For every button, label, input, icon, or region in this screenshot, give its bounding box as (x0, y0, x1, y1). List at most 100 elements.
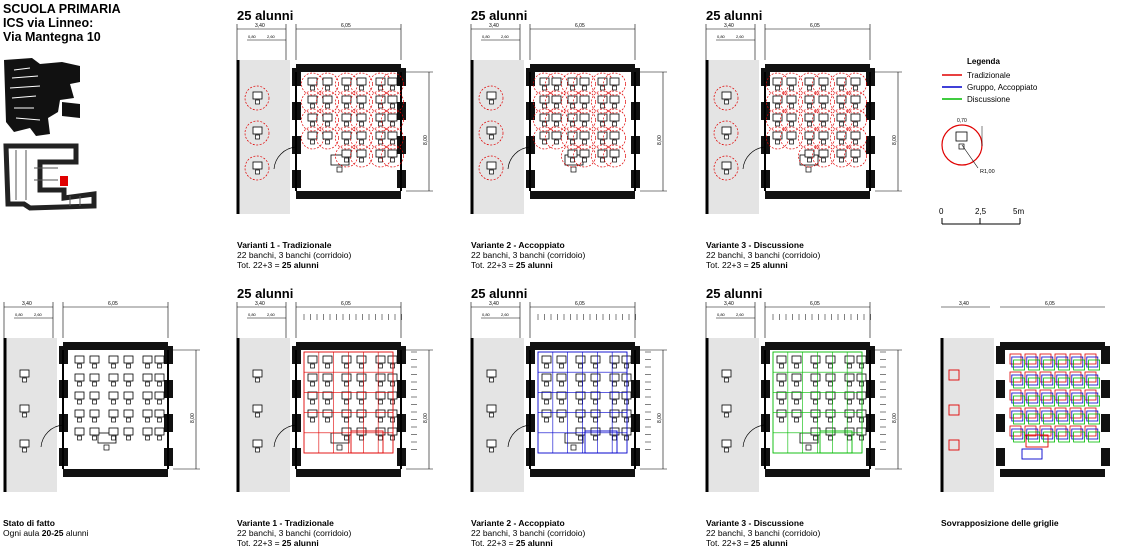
chair (813, 417, 818, 423)
chair (310, 399, 315, 405)
desk (356, 409, 367, 418)
chair (378, 103, 383, 109)
desk (539, 95, 550, 104)
wall-bottom (765, 191, 870, 199)
legend-label-discussion: Discussione (967, 95, 1011, 104)
dim-sub1: 0,80 (248, 312, 257, 317)
chair (344, 435, 349, 441)
circle-radius (812, 108, 835, 132)
desk (786, 131, 797, 140)
overlay-cell (1069, 425, 1082, 437)
desk (810, 373, 821, 382)
caption-unit: alunni (63, 528, 89, 538)
desk (721, 91, 732, 100)
desk (142, 409, 153, 418)
circle-radius (478, 85, 504, 111)
desk (825, 373, 836, 382)
chair (775, 85, 780, 91)
overlay-cell (1013, 359, 1025, 371)
caption-v1-top: Varianti 1 - Tradizionale 22 banchi, 3 b… (237, 240, 351, 270)
caption-title: Varianti 1 - Tradizionale (237, 240, 332, 250)
chair (593, 399, 598, 405)
caption-total-value: 25 alunni (515, 538, 553, 548)
desk (844, 427, 855, 436)
chair (794, 399, 799, 405)
circle-radius (381, 126, 404, 150)
desk (850, 113, 861, 122)
dim-sub1: 0,80 (248, 34, 257, 39)
desk (307, 95, 318, 104)
chair (344, 157, 349, 163)
desk (252, 126, 263, 135)
dim-sub1: 0,80 (717, 34, 726, 39)
chair (624, 435, 629, 441)
desk (791, 409, 802, 418)
desk (590, 373, 601, 382)
chair (390, 121, 395, 127)
circle-radius (573, 72, 596, 96)
chair (554, 103, 559, 109)
circle-radius (316, 108, 339, 132)
desk (609, 391, 620, 400)
chair (578, 435, 583, 441)
corridor (5, 338, 57, 492)
desk-width-label: 0,70 (957, 118, 967, 124)
desk (154, 409, 165, 418)
desk (108, 427, 119, 436)
desk (486, 369, 497, 378)
teacher-chair (570, 166, 577, 173)
overlay-cell (1043, 413, 1055, 425)
desk (609, 95, 620, 104)
overlay-cell (1009, 425, 1022, 437)
pillar-left (996, 414, 1005, 432)
caption-line2: 22 banchi, 3 banchi (corridoio) (471, 250, 586, 260)
chair (853, 103, 858, 109)
grid-overlay-discussion (772, 314, 886, 454)
chair (325, 103, 330, 109)
desk (818, 131, 829, 140)
chair (22, 377, 27, 383)
chair (807, 139, 812, 145)
overlay-cell (1058, 431, 1070, 443)
overlay-cell (1088, 413, 1100, 425)
desk (307, 391, 318, 400)
classroom-floor (1000, 350, 1105, 469)
dim-corridor: 3,40 (489, 301, 499, 307)
desk (551, 131, 562, 140)
pillar-left (996, 346, 1005, 364)
chair (578, 381, 583, 387)
circle-radius (350, 108, 373, 132)
circle-radius (844, 108, 867, 132)
overlay-cell (1084, 425, 1097, 437)
desk (590, 355, 601, 364)
overlay-cell (1054, 389, 1067, 401)
chair (578, 363, 583, 369)
chair (624, 363, 629, 369)
teacher-chair (570, 444, 577, 451)
chair (853, 139, 858, 145)
overlay-cell (1073, 395, 1085, 407)
overlay-teacher (1025, 434, 1049, 448)
door-swing (742, 424, 766, 448)
desk (252, 439, 263, 448)
wall-top (63, 342, 168, 350)
desk (486, 439, 497, 448)
chair (807, 121, 812, 127)
desk (356, 391, 367, 400)
chair (378, 363, 383, 369)
pillar-right (1101, 448, 1110, 466)
desk (307, 373, 318, 382)
desk (541, 409, 552, 418)
student-count-v1-bot: 25 alunni (237, 286, 294, 301)
circle-radius (844, 72, 867, 96)
desk (567, 131, 578, 140)
chair (724, 99, 729, 105)
chair (542, 85, 547, 91)
desk (123, 373, 134, 382)
teacher-chair (103, 444, 110, 451)
